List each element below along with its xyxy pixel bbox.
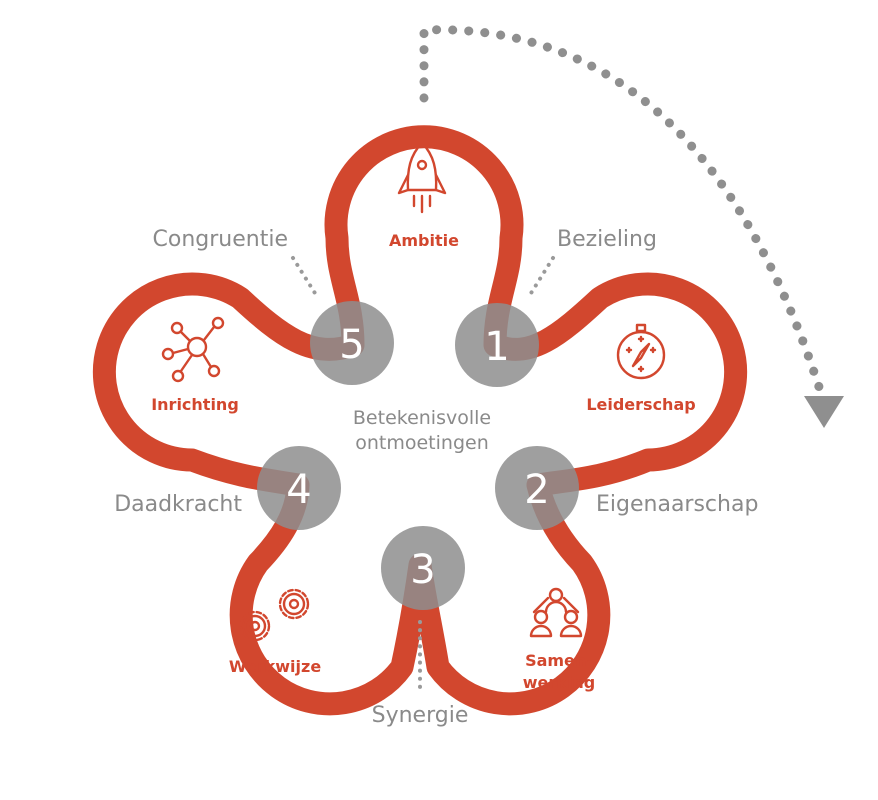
node-number-1: 1 xyxy=(484,324,509,370)
cycle-arrowhead-icon xyxy=(804,396,844,428)
compass-icon xyxy=(616,323,666,380)
node-2: 2 xyxy=(495,446,579,530)
quality-label-daadkracht: Daadkracht xyxy=(114,492,242,517)
node-3: 3 xyxy=(381,526,465,610)
node-number-3: 3 xyxy=(410,547,435,593)
petal-label-ambitie: Ambitie xyxy=(389,231,459,250)
node-1: 1 xyxy=(455,303,539,387)
quality-label-bezieling: Bezieling xyxy=(557,227,657,252)
petal-label-samenwerking-line2: werking xyxy=(523,673,596,692)
rocket-icon xyxy=(397,141,447,214)
petal-label-werkwijze: Werkwijze xyxy=(229,657,322,676)
quality-label-eigenaarschap: Eigenaarschap xyxy=(596,492,758,517)
dotted-connectors xyxy=(291,256,555,692)
center-label-line1: Betekenisvolle xyxy=(353,407,491,429)
node-4: 4 xyxy=(257,446,341,530)
flower-outline xyxy=(92,125,748,716)
node-5: 5 xyxy=(310,301,394,385)
node-number-5: 5 xyxy=(339,322,364,368)
network-icon xyxy=(161,316,225,383)
node-number-4: 4 xyxy=(286,467,311,513)
gears-icon xyxy=(239,588,310,642)
cycle-arrow-path xyxy=(419,25,825,395)
quality-label-synergie: Synergie xyxy=(372,703,469,728)
node-number-2: 2 xyxy=(524,467,549,513)
team-icon xyxy=(529,587,583,638)
petal-label-leiderschap: Leiderschap xyxy=(586,395,695,414)
quality-label-congruentie: Congruentie xyxy=(153,227,288,252)
petal-label-inrichting: Inrichting xyxy=(151,395,239,414)
petal-label-samenwerking-line1: Samen- xyxy=(525,651,593,670)
center-label-line2: ontmoetingen xyxy=(355,432,489,454)
